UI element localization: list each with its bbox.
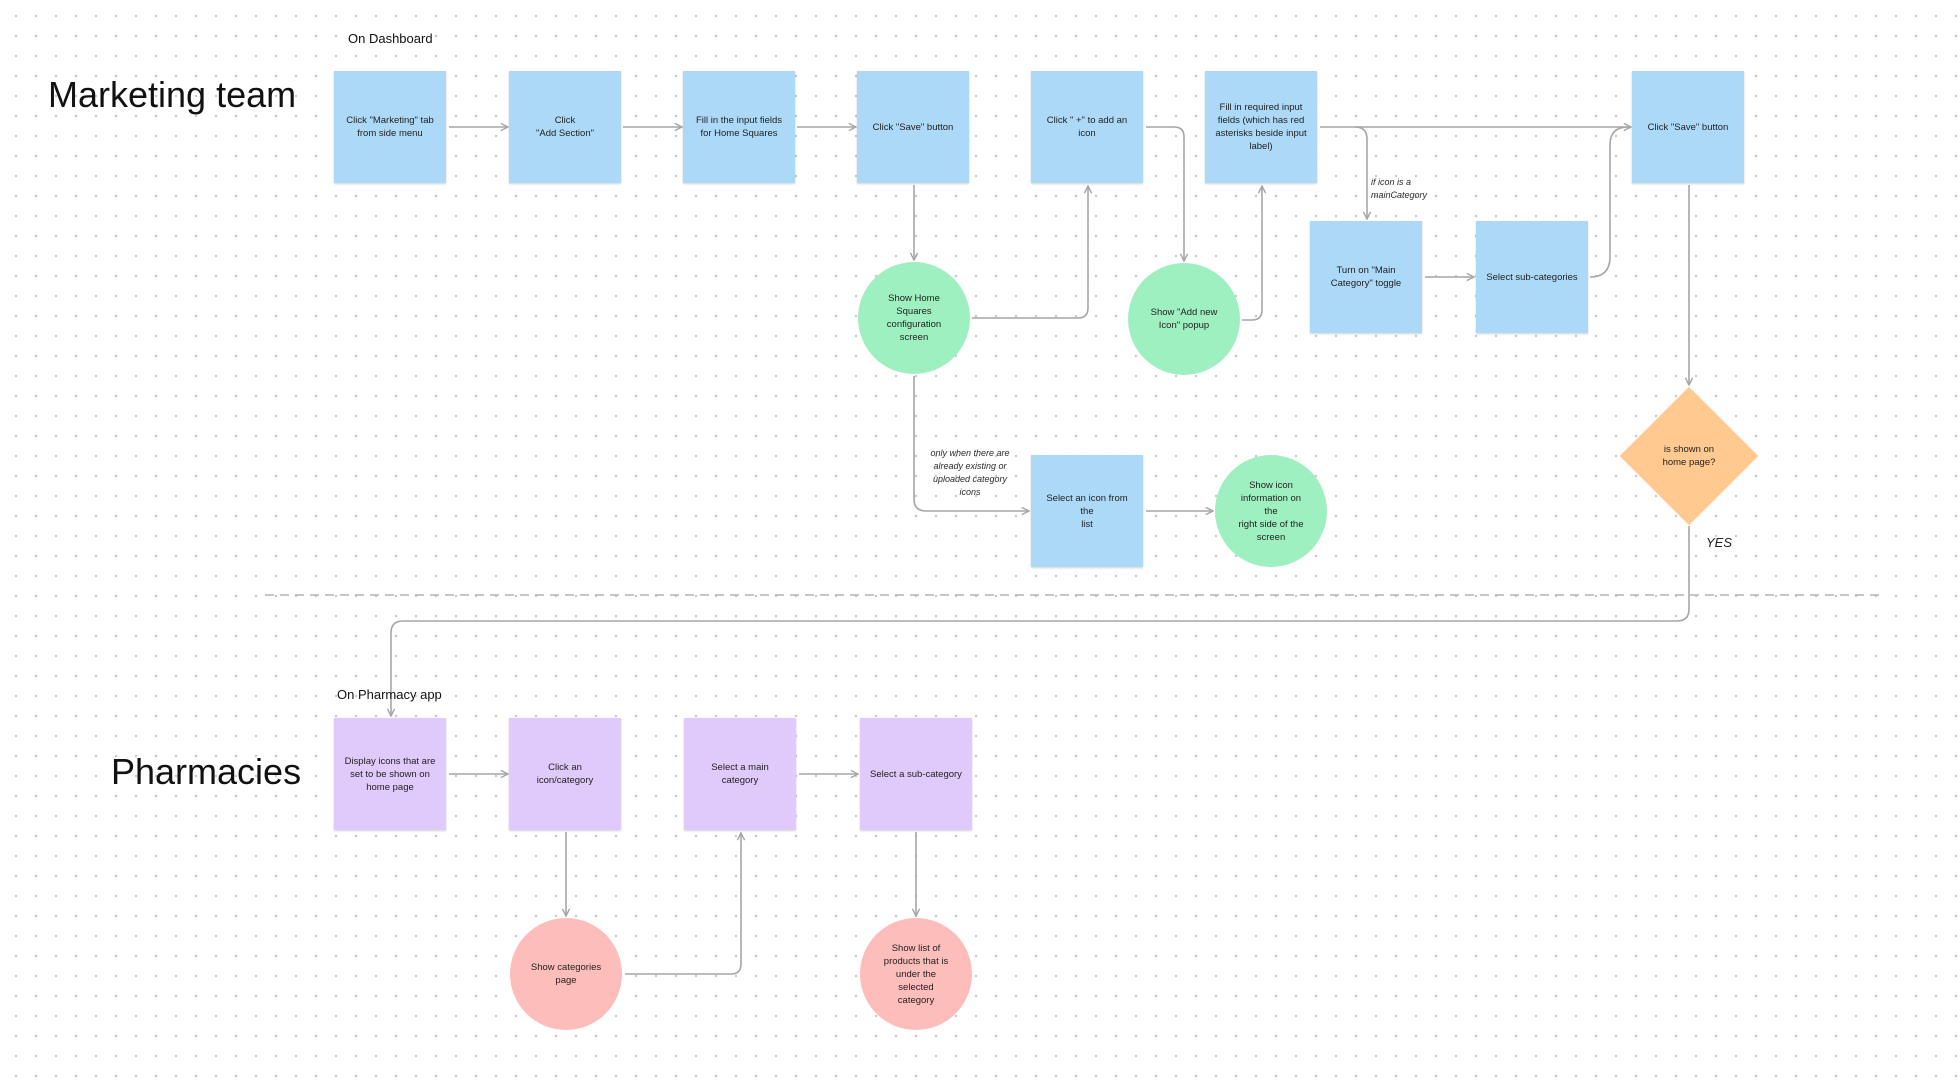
step-click-add-section[interactable]: Click "Add Section" <box>509 71 621 183</box>
screen-product-list: Show list of products that is under the … <box>860 918 972 1030</box>
step-select-icon-from-list[interactable]: Select an icon from the list <box>1031 455 1143 567</box>
main-category-condition-note: if icon is a mainCategory <box>1371 177 1428 200</box>
step-display-home-page-icons[interactable]: Display icons that are set to be shown o… <box>334 718 446 830</box>
dashboard-context-label: On Dashboard <box>348 31 433 46</box>
connector-m9-m7 <box>1589 126 1629 278</box>
existing-icons-condition-note: only when there are already existing or … <box>930 448 1010 497</box>
connector-m10-m12 <box>913 376 1029 511</box>
step-select-main-category[interactable]: Select a main category <box>684 718 796 830</box>
connector-p5-p3 <box>625 833 741 975</box>
step-click-add-icon[interactable]: Click " +" to add an icon <box>1031 71 1143 183</box>
pharmacy-app-context-label: On Pharmacy app <box>337 687 442 702</box>
step-click-marketing-tab[interactable]: Click "Marketing" tab from side menu <box>334 71 446 183</box>
connector-m6-m8 <box>1354 126 1367 219</box>
step-select-sub-categories[interactable]: Select sub-categories <box>1476 221 1588 333</box>
step-turn-on-main-category-toggle[interactable]: Turn on "Main Category" toggle <box>1310 221 1422 333</box>
step-click-save-button[interactable]: Click "Save" button <box>857 71 969 183</box>
screen-home-squares-configuration: Show Home Squares configuration screen <box>858 262 970 374</box>
step-click-icon-category[interactable]: Click an icon/category <box>509 718 621 830</box>
step-click-save-button-final[interactable]: Click "Save" button <box>1632 71 1744 183</box>
connector-m5-m11 <box>1146 126 1184 261</box>
connector-decision-p1 <box>391 526 1690 716</box>
connector-m11-m6 <box>1242 186 1262 321</box>
step-select-sub-category[interactable]: Select a sub-category <box>860 718 972 830</box>
screen-add-new-icon-popup: Show "Add new Icon" popup <box>1128 263 1240 375</box>
marketing-team-title: Marketing team <box>48 74 297 115</box>
screen-categories-page: Show categories page <box>510 918 622 1030</box>
step-fill-required-fields[interactable]: Fill in required input fields (which has… <box>1205 71 1317 183</box>
yes-branch-label: YES <box>1706 535 1733 550</box>
pharmacies-title: Pharmacies <box>111 751 302 792</box>
step-fill-home-squares-fields[interactable]: Fill in the input fields for Home Square… <box>683 71 795 183</box>
screen-icon-information-panel: Show icon information on the right side … <box>1215 455 1327 567</box>
connector-m10-m5 <box>972 186 1088 319</box>
decision-label: is shown on home page? <box>1662 444 1716 468</box>
